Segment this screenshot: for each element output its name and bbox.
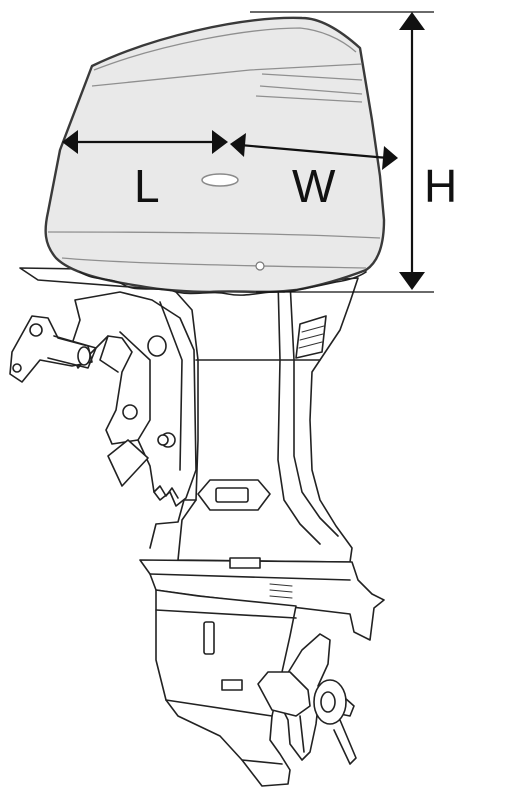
height-label: H [424,160,457,212]
height-arrow-top-icon [399,12,425,30]
length-label: L [134,160,160,212]
dimension-indicators: L W H [62,11,457,293]
length-arrow-right-icon [212,130,228,154]
width-arrow-left-icon [230,133,246,157]
width-dimension [230,133,398,170]
height-dimension [250,11,434,293]
cover-logo-oval [201,173,239,187]
length-arrow-left-icon [62,130,78,154]
transom-bracket [9,291,197,507]
length-dimension [62,130,228,154]
width-label: W [292,160,336,212]
midsection [149,277,359,563]
motor-cover [44,16,386,296]
propeller [257,633,357,765]
cavitation-plate [139,557,385,641]
outboard-motor [9,267,385,787]
width-arrow-right-icon [382,146,398,170]
height-arrow-bottom-icon [399,272,425,290]
gearcase [155,589,297,787]
